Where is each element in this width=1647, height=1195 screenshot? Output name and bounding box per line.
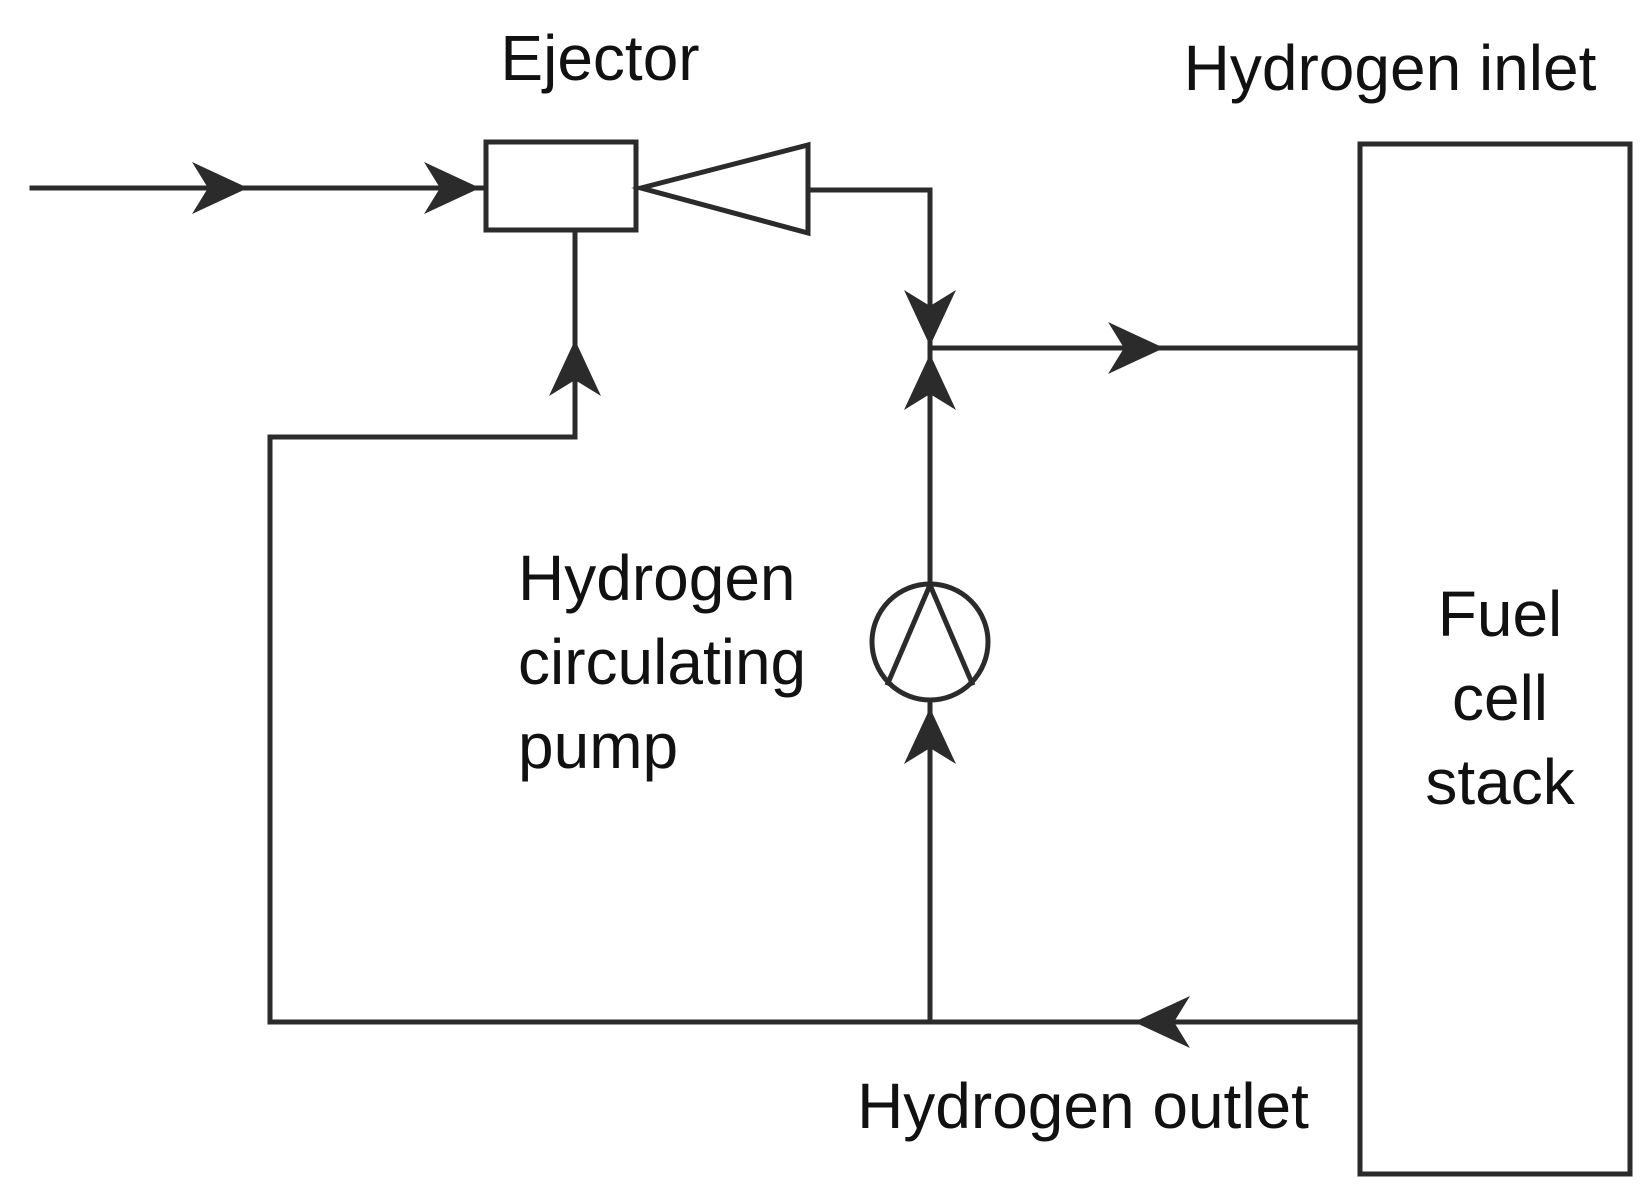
outlet-arrow (1134, 996, 1190, 1048)
pump-label-line1: Hydrogen (518, 542, 796, 614)
hydrogen-outlet-label: Hydrogen outlet (857, 1070, 1309, 1142)
hydrogen-inlet-label: Hydrogen inlet (1184, 32, 1597, 104)
junction-down-arrow (904, 290, 956, 346)
nozzle-to-junction-line (805, 187, 933, 351)
junction-up-arrow (904, 354, 956, 410)
stack-label-line1: Fuel (1438, 578, 1563, 650)
pump-label-line3: pump (518, 710, 678, 782)
ejector-inlet-arrow (549, 340, 601, 396)
pump-inlet-arrow (904, 708, 956, 764)
fuel-cell-stack-box (1357, 141, 1633, 1177)
hydrogen-circulating-pump-icon (869, 578, 991, 703)
outlet-return-line (267, 231, 1363, 1025)
stack-label-line2: cell (1452, 662, 1548, 734)
supply-arrow-2 (424, 162, 480, 214)
ejector-label: Ejector (500, 22, 699, 94)
supply-arrow-1 (192, 162, 248, 214)
stack-label-line3: stack (1425, 746, 1575, 818)
pump-label-line2: circulating (518, 626, 806, 698)
ejector-nozzle (631, 141, 811, 237)
ejector-box (483, 139, 639, 233)
stack-inlet-arrow (1108, 322, 1164, 374)
